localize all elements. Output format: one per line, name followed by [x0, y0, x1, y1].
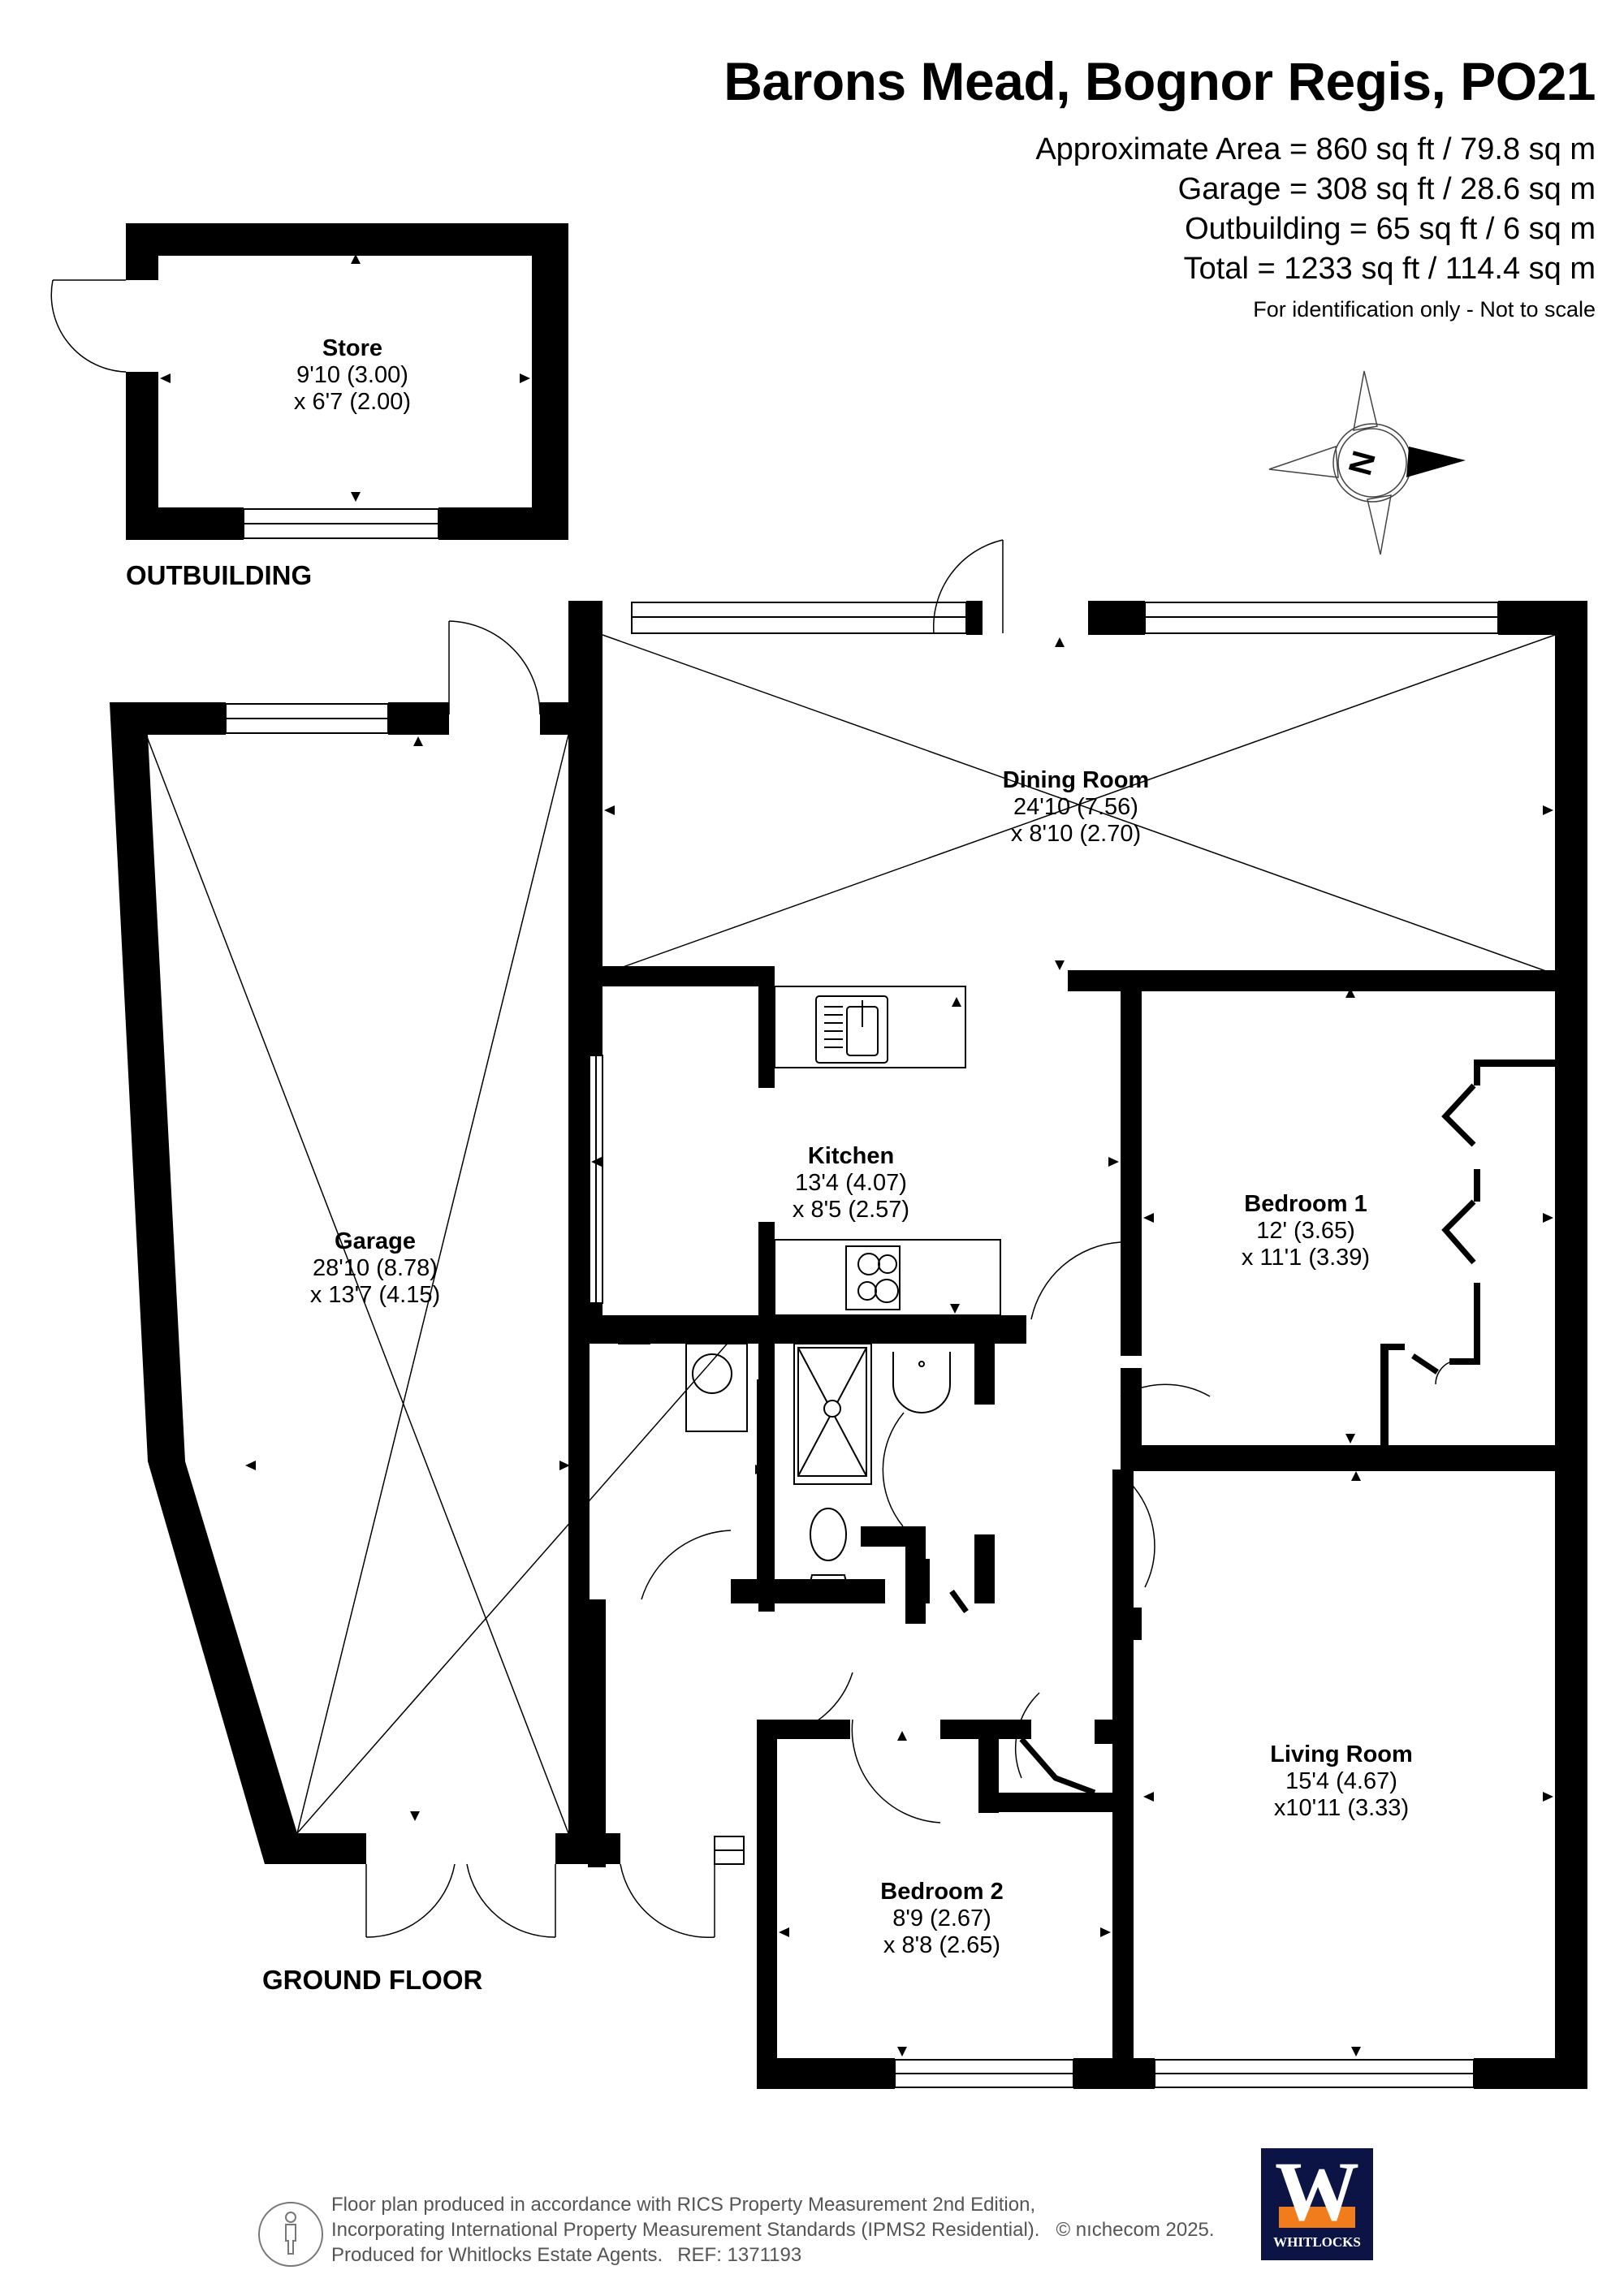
folding-wardrobe-doors: [949, 1083, 1476, 1796]
logo-name: WHITLOCKS: [1273, 2234, 1361, 2250]
room-kitchen: Kitchen 13'4 (4.07) x 8'5 (2.57): [793, 1143, 909, 1224]
footer-copyright: © nıchecom 2025.: [1056, 2219, 1215, 2241]
room-store: Store 9'10 (3.00) x 6'7 (2.00): [294, 335, 411, 416]
room-diagonals: [145, 634, 1556, 1834]
room-dimension: x 13'7 (4.15): [309, 1282, 441, 1308]
footer-ref: REF: 1371193: [677, 2244, 802, 2266]
room-name: Garage: [335, 1228, 416, 1254]
floor-label-ground: GROUND FLOOR: [262, 1965, 483, 1995]
logo-letter: W: [1275, 2145, 1359, 2238]
door-swings: [50, 279, 1450, 1939]
disclaimer-note: For identification only - Not to scale: [1253, 297, 1596, 322]
compass-rose-icon: [1268, 370, 1466, 555]
room-name: Kitchen: [807, 1143, 895, 1169]
room-name: Bedroom 1: [1244, 1191, 1367, 1217]
room-name: Bedroom 2: [880, 1879, 1004, 1905]
room-name: Store: [322, 335, 383, 361]
room-dimension: 12' (3.65): [1256, 1218, 1355, 1244]
room-dimension: x10'11 (3.33): [1273, 1795, 1410, 1821]
whitlocks-logo: W WHITLOCKS: [1261, 2148, 1373, 2260]
room-living: Living Room 15'4 (4.67) x10'11 (3.33): [1270, 1741, 1413, 1822]
approximate-area: Approximate Area = 860 sq ft / 79.8 sq m: [1035, 132, 1596, 166]
room-dimension: 8'9 (2.67): [892, 1905, 991, 1931]
room-dining: Dining Room 24'10 (7.56) x 8'10 (2.70): [1003, 767, 1149, 848]
room-dimension: x 11'1 (3.39): [1241, 1245, 1371, 1271]
person-info-icon: [258, 2202, 323, 2267]
windows: [225, 508, 1499, 2088]
footer-disclaimer: Floor plan produced in accordance with R…: [331, 2192, 1215, 2268]
outbuilding-area: Outbuilding = 65 sq ft / 6 sq m: [1185, 212, 1596, 246]
dimension-markers: [160, 254, 1553, 2056]
total-area: Total = 1233 sq ft / 114.4 sq m: [1183, 252, 1596, 286]
garage-area: Garage = 308 sq ft / 28.6 sq m: [1177, 172, 1596, 206]
room-garage: Garage 28'10 (8.78) x 13'7 (4.15): [310, 1228, 440, 1309]
room-dimension: x 6'7 (2.00): [293, 389, 412, 415]
room-dimension: 15'4 (4.67): [1285, 1768, 1397, 1794]
floor-label-outbuilding: OUTBUILDING: [126, 560, 313, 590]
footer-line-1: Floor plan produced in accordance with R…: [331, 2194, 1036, 2216]
room-dimension: 28'10 (8.78): [313, 1255, 438, 1281]
room-dimension: x 8'8 (2.65): [883, 1932, 1001, 1958]
footer-line-2: Incorporating International Property Mea…: [331, 2219, 1040, 2241]
room-bedroom-2: Bedroom 2 8'9 (2.67) x 8'8 (2.65): [880, 1879, 1003, 1959]
room-dimension: 24'10 (7.56): [1013, 794, 1138, 820]
room-name: Living Room: [1270, 1741, 1413, 1767]
page-title: Barons Mead, Bognor Regis, PO21: [723, 51, 1596, 111]
person-icon: [285, 2212, 296, 2255]
room-dimension: x 8'5 (2.57): [792, 1197, 910, 1223]
room-dimension: 13'4 (4.07): [795, 1170, 907, 1196]
room-dimension: x 8'10 (2.70): [1010, 821, 1142, 847]
room-bedroom-1: Bedroom 1 12' (3.65) x 11'1 (3.39): [1242, 1191, 1370, 1271]
room-dimension: 9'10 (3.00): [296, 362, 408, 388]
footer-line-3: Produced for Whitlocks Estate Agents.: [331, 2244, 663, 2266]
logo-accent-bar: [1279, 2207, 1355, 2228]
area-summary: Approximate Area = 860 sq ft / 79.8 sq m…: [1035, 130, 1596, 289]
fixtures: [685, 986, 1001, 1592]
room-name: Dining Room: [1002, 767, 1150, 793]
